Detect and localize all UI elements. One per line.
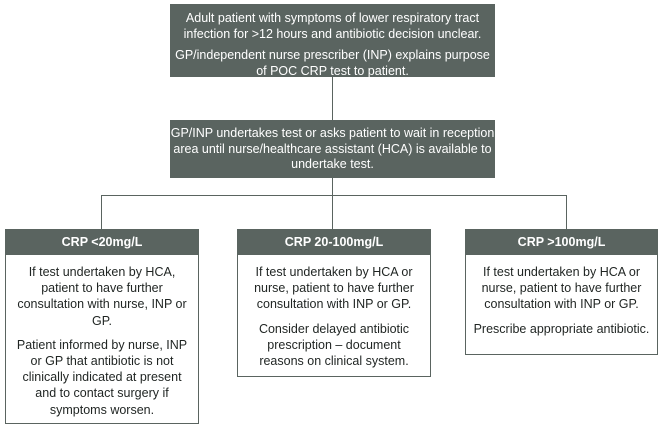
test-box-text: GP/INP undertakes test or asks patient t…	[170, 126, 495, 171]
start-box-explain-text: GP/independent nurse prescriber (INP) ex…	[175, 48, 490, 78]
outcome-paragraph: Patient informed by nurse, INP or GP tha…	[16, 337, 188, 417]
start-box: Adult patient with symptoms of lower res…	[170, 4, 495, 78]
outcome-paragraph: If test undertaken by HCA, patient to ha…	[17, 265, 187, 328]
connector-branch-right	[566, 195, 567, 229]
outcome-paragraph: If test undertaken by HCA or nurse, pati…	[254, 265, 414, 312]
outcome-paragraph: Prescribe appropriate antibiotic.	[473, 321, 650, 336]
test-box: GP/INP undertakes test or asks patient t…	[170, 120, 495, 178]
connector-branch-left	[101, 195, 102, 229]
outcome-body-low-crp: If test undertaken by HCA, patient to ha…	[6, 255, 198, 418]
connector-top-to-mid	[332, 77, 333, 120]
outcome-header-mid-crp: CRP 20-100mg/L	[238, 230, 430, 255]
outcome-card-high-crp: CRP >100mg/L If test undertaken by HCA o…	[465, 229, 658, 355]
outcome-card-low-crp: CRP <20mg/L If test undertaken by HCA, p…	[5, 229, 199, 424]
start-box-symptoms-text: Adult patient with symptoms of lower res…	[183, 11, 482, 41]
connector-mid-down	[332, 178, 333, 195]
outcome-header-high-crp: CRP >100mg/L	[466, 230, 657, 255]
outcome-paragraph: Consider delayed antibiotic prescription…	[258, 321, 410, 369]
outcome-body-mid-crp: If test undertaken by HCA or nurse, pati…	[238, 255, 430, 369]
outcome-header-low-crp: CRP <20mg/L	[6, 230, 198, 255]
outcome-card-mid-crp: CRP 20-100mg/L If test undertaken by HCA…	[237, 229, 431, 377]
connector-branch-horizontal	[101, 195, 567, 196]
outcome-body-high-crp: If test undertaken by HCA or nurse, pati…	[466, 255, 657, 337]
connector-branch-center	[332, 195, 333, 229]
outcome-paragraph: If test undertaken by HCA or nurse, pati…	[481, 265, 642, 312]
